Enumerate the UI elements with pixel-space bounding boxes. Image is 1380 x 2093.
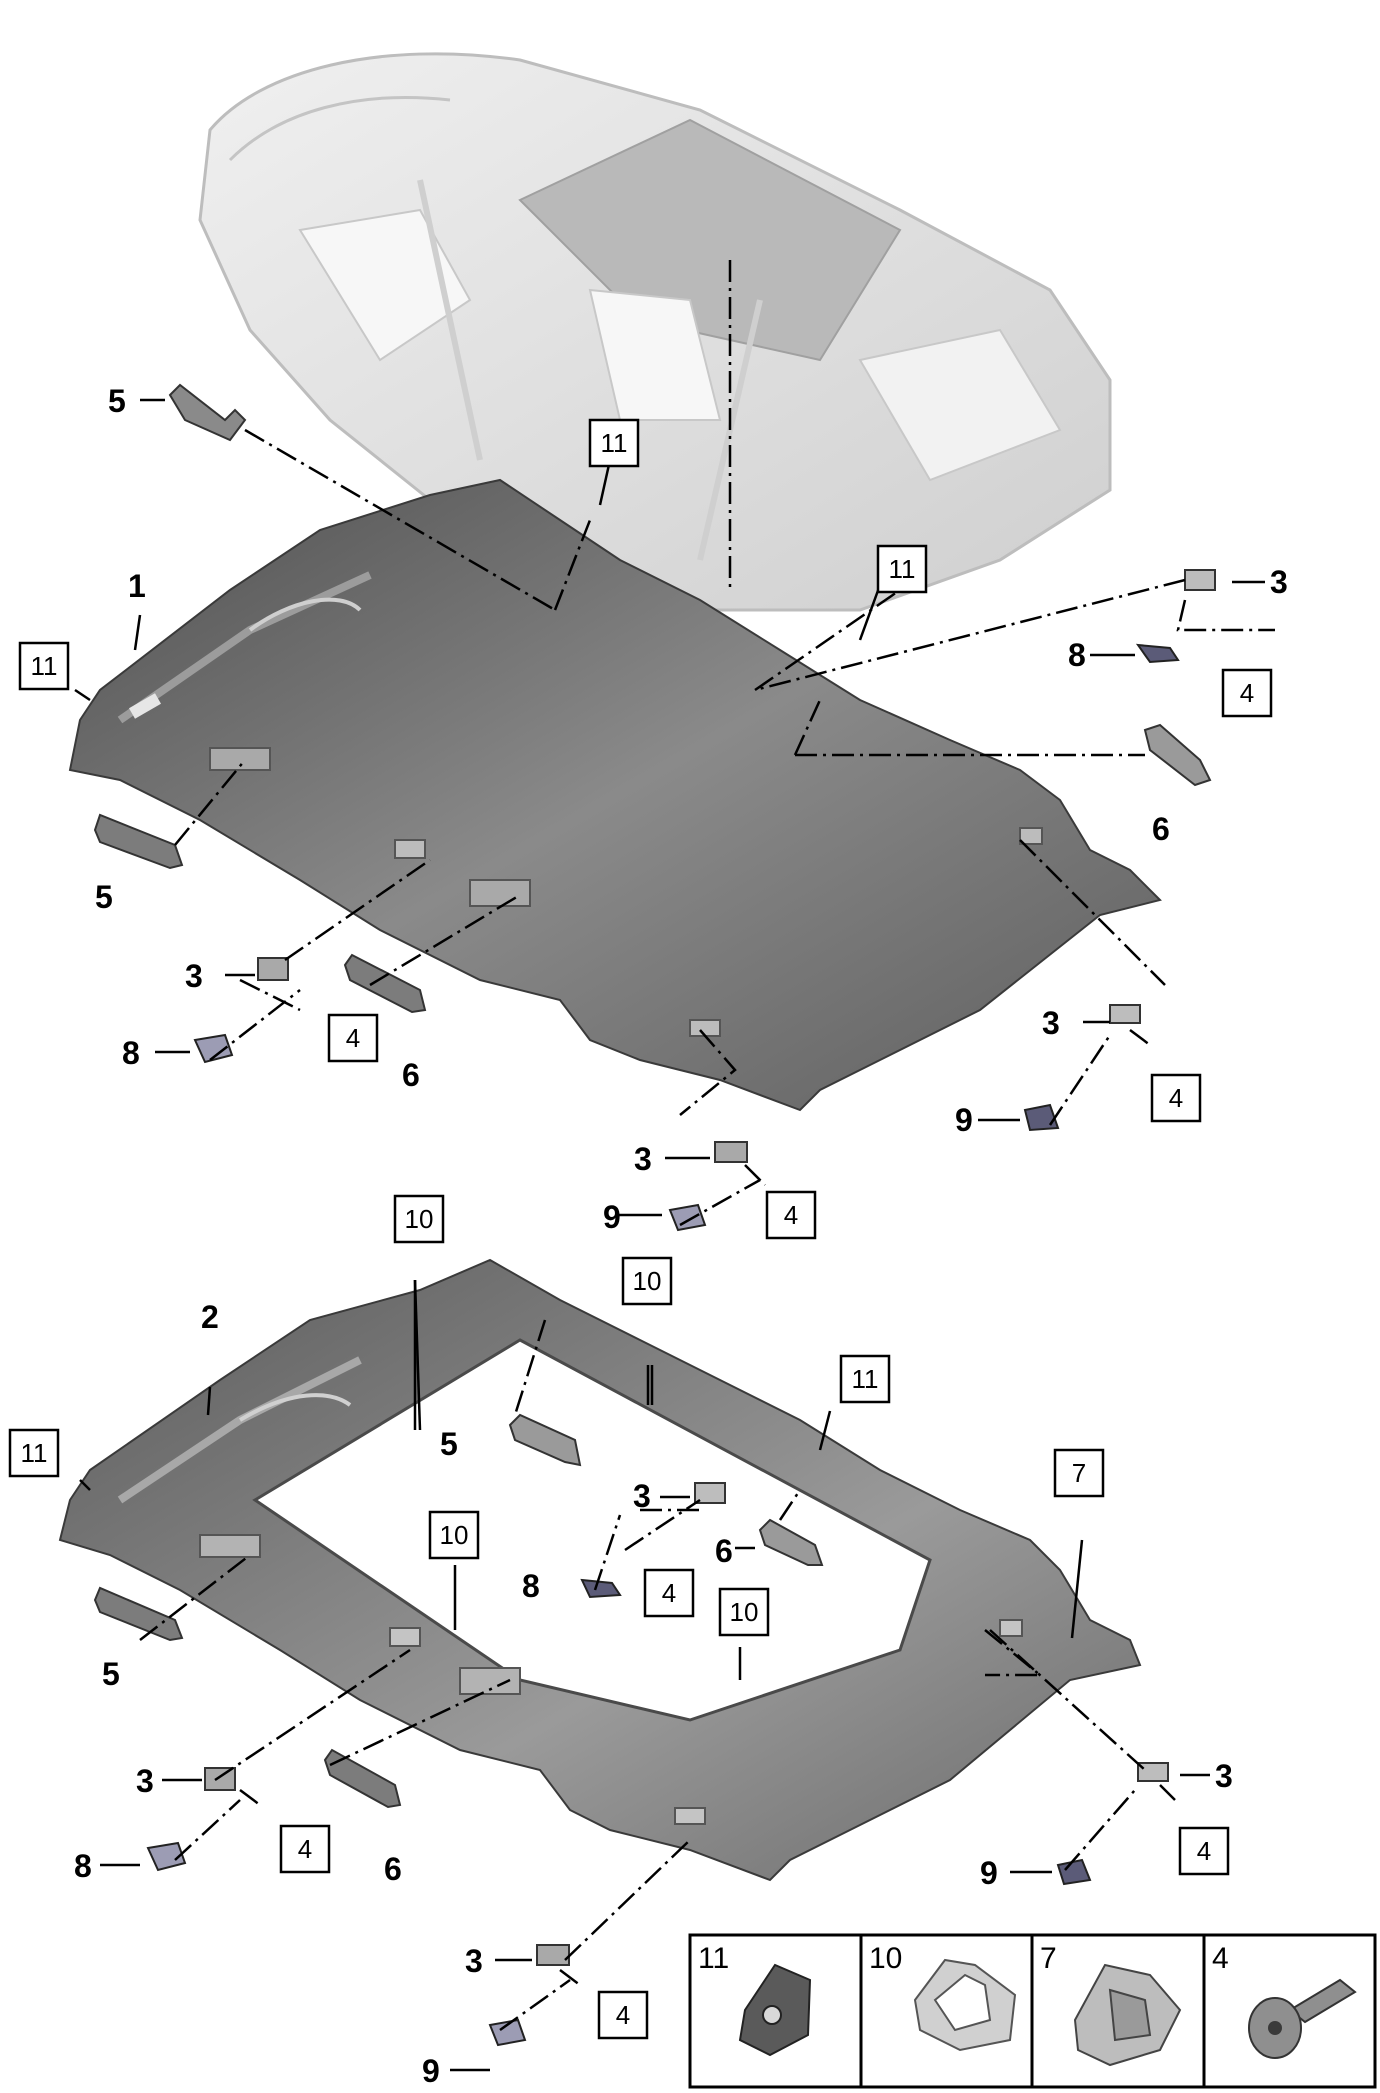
box-label: 10 [405,1204,434,1234]
box-label: 4 [1240,678,1254,708]
boxes-bottom: 10 10 11 7 11 10 10 4 4 4 4 [8,1194,1230,2040]
box-label: 11 [31,651,58,681]
callout-label: 5 [95,879,113,915]
box-label: 10 [633,1266,662,1296]
callout-label: 3 [136,1763,154,1799]
callout-label: 3 [1215,1758,1233,1794]
callout-label: 9 [422,2053,440,2089]
callout-label: 5 [108,383,126,419]
clip-10-icon [913,1958,1017,2052]
callout-label: 8 [74,1848,92,1884]
grab-handles [93,383,1212,1809]
callouts-top: 5 1 5 3 8 3 8 6 6 3 9 3 9 [95,383,1288,1235]
box-label: 11 [21,1438,48,1468]
callout-label: 5 [102,1656,120,1692]
callout-label: 1 [128,568,146,604]
box-label: 11 [889,554,916,584]
dashed-lines [74,260,1275,2032]
box-label: 11 [601,428,628,458]
clip-11-icon [738,1963,812,2057]
callout-label: 3 [633,1478,651,1514]
callout-label: 3 [465,1943,483,1979]
callout-label: 3 [634,1141,652,1177]
box-label: 10 [730,1597,759,1627]
clips [146,569,1216,2047]
boxes-top: 11 11 11 4 4 4 4 [18,418,1273,1240]
callout-label: 8 [122,1035,140,1071]
box-label: 4 [662,1578,676,1608]
callout-label: 3 [1042,1005,1060,1041]
box-label: 4 [1197,1836,1211,1866]
callout-label: 6 [384,1851,402,1887]
box-label: 11 [852,1364,879,1394]
callout-label: 6 [402,1057,420,1093]
vehicle-body [198,52,1112,612]
callout-label: 8 [522,1568,540,1604]
legend-label: 11 [698,1942,729,1975]
legend-label: 7 [1040,1942,1057,1975]
box-label: 4 [298,1834,312,1864]
label-leaders [100,398,1265,2072]
callout-label: 9 [980,1855,998,1891]
box-label: 4 [616,2000,630,2030]
box-label: 4 [1169,1083,1183,1113]
legend-label: 10 [869,1942,902,1975]
fastener-legend: 11 10 7 4 [688,1933,1377,2089]
callout-label: 5 [440,1426,458,1462]
box-label: 4 [346,1023,360,1053]
callout-label: 3 [185,958,203,994]
legend-label: 4 [1212,1942,1229,1975]
callout-label: 3 [1270,564,1288,600]
callout-label: 6 [715,1533,733,1569]
headliner-top [68,478,1162,1112]
callouts-bottom: 2 5 3 8 6 5 3 8 6 3 9 3 9 [74,1299,1233,2089]
callout-label: 8 [1068,637,1086,673]
clip-7-icon [1073,1963,1182,2067]
box-label: 10 [440,1520,469,1550]
callout-label: 9 [955,1102,973,1138]
callout-label: 2 [201,1299,219,1335]
box-label: 4 [784,1200,798,1230]
callout-label: 9 [603,1199,621,1235]
callout-label: 6 [1152,811,1170,847]
box-label: 7 [1072,1458,1086,1488]
screw-4-icon [1248,1978,1357,2059]
